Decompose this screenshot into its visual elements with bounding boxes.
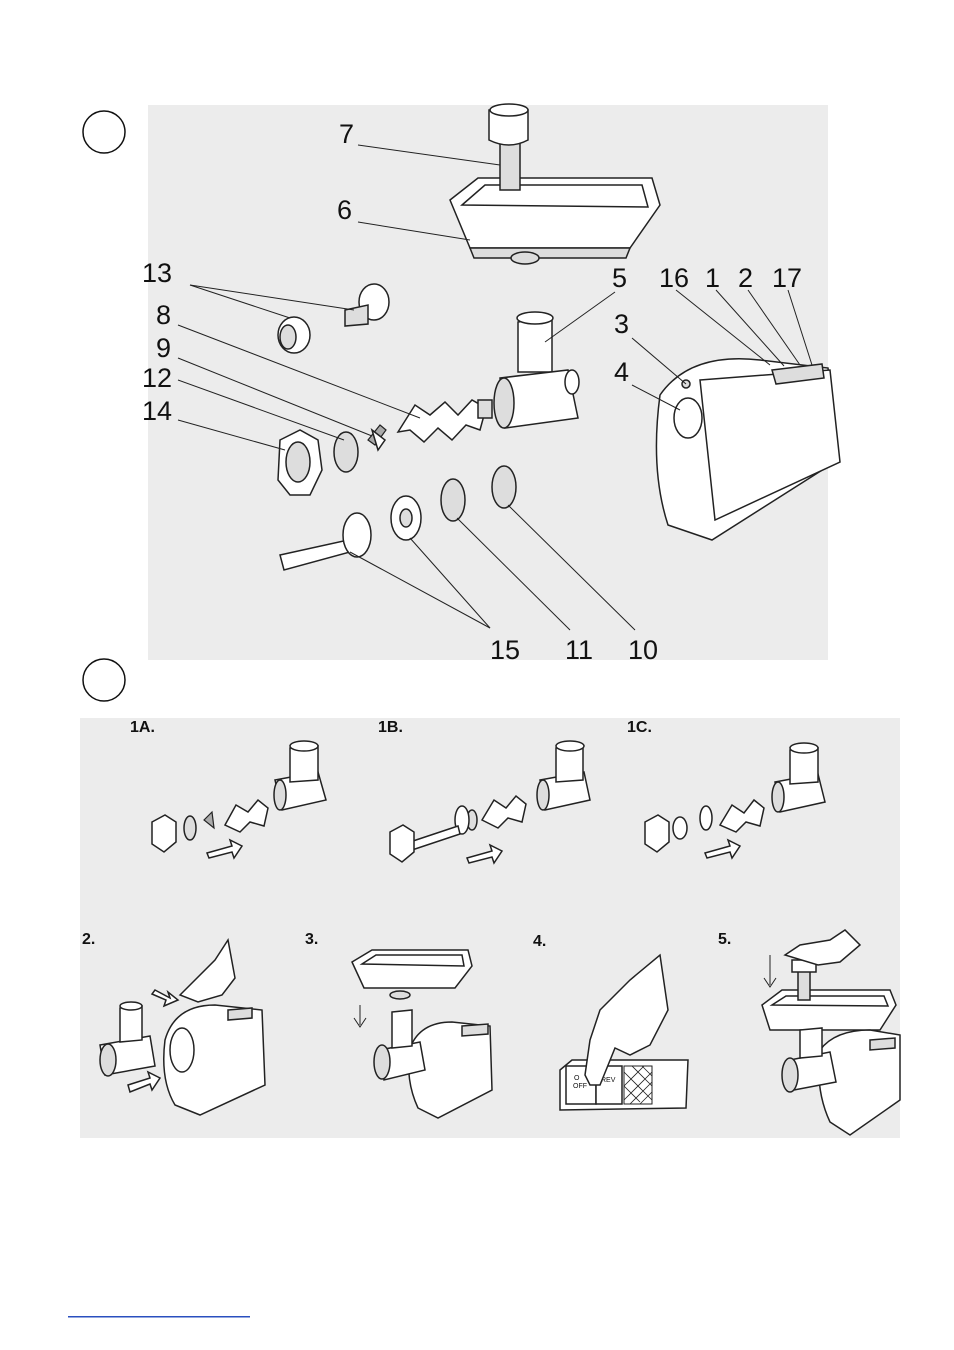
step-1b-label: 1B. xyxy=(378,719,403,736)
step-1c-label: 1C. xyxy=(627,719,652,736)
label-17: 17 xyxy=(772,263,802,293)
step-5-label: 5. xyxy=(718,931,731,948)
label-10: 10 xyxy=(628,635,658,665)
label-8: 8 xyxy=(156,300,171,330)
label-13: 13 xyxy=(142,258,172,288)
label-1: 1 xyxy=(705,263,720,293)
label-7: 7 xyxy=(339,119,354,149)
label-15: 15 xyxy=(490,635,520,665)
step-2-label: 2. xyxy=(82,931,95,948)
section-a-marker xyxy=(83,111,125,153)
label-14: 14 xyxy=(142,396,172,426)
label-9: 9 xyxy=(156,333,171,363)
fixing-ring-14 xyxy=(278,430,322,495)
label-4: 4 xyxy=(614,357,629,387)
label-2: 2 xyxy=(738,263,753,293)
switch-on-off-label-line1: O xyxy=(574,1075,580,1082)
label-5: 5 xyxy=(612,263,627,293)
plate-11 xyxy=(441,479,465,521)
step-1a-label: 1A. xyxy=(130,719,155,736)
footer-link-underline[interactable] xyxy=(68,1316,250,1318)
label-16: 16 xyxy=(659,263,689,293)
plate-10 xyxy=(492,466,516,508)
step-4-label: 4. xyxy=(533,933,546,950)
plate-15b xyxy=(391,496,421,540)
step-3-label: 3. xyxy=(305,931,318,948)
label-3: 3 xyxy=(614,309,629,339)
switch-on-off-label-line2: OFF xyxy=(573,1083,587,1090)
label-6: 6 xyxy=(337,195,352,225)
label-12: 12 xyxy=(142,363,172,393)
label-11: 11 xyxy=(565,635,593,665)
section-b-marker xyxy=(83,659,125,701)
